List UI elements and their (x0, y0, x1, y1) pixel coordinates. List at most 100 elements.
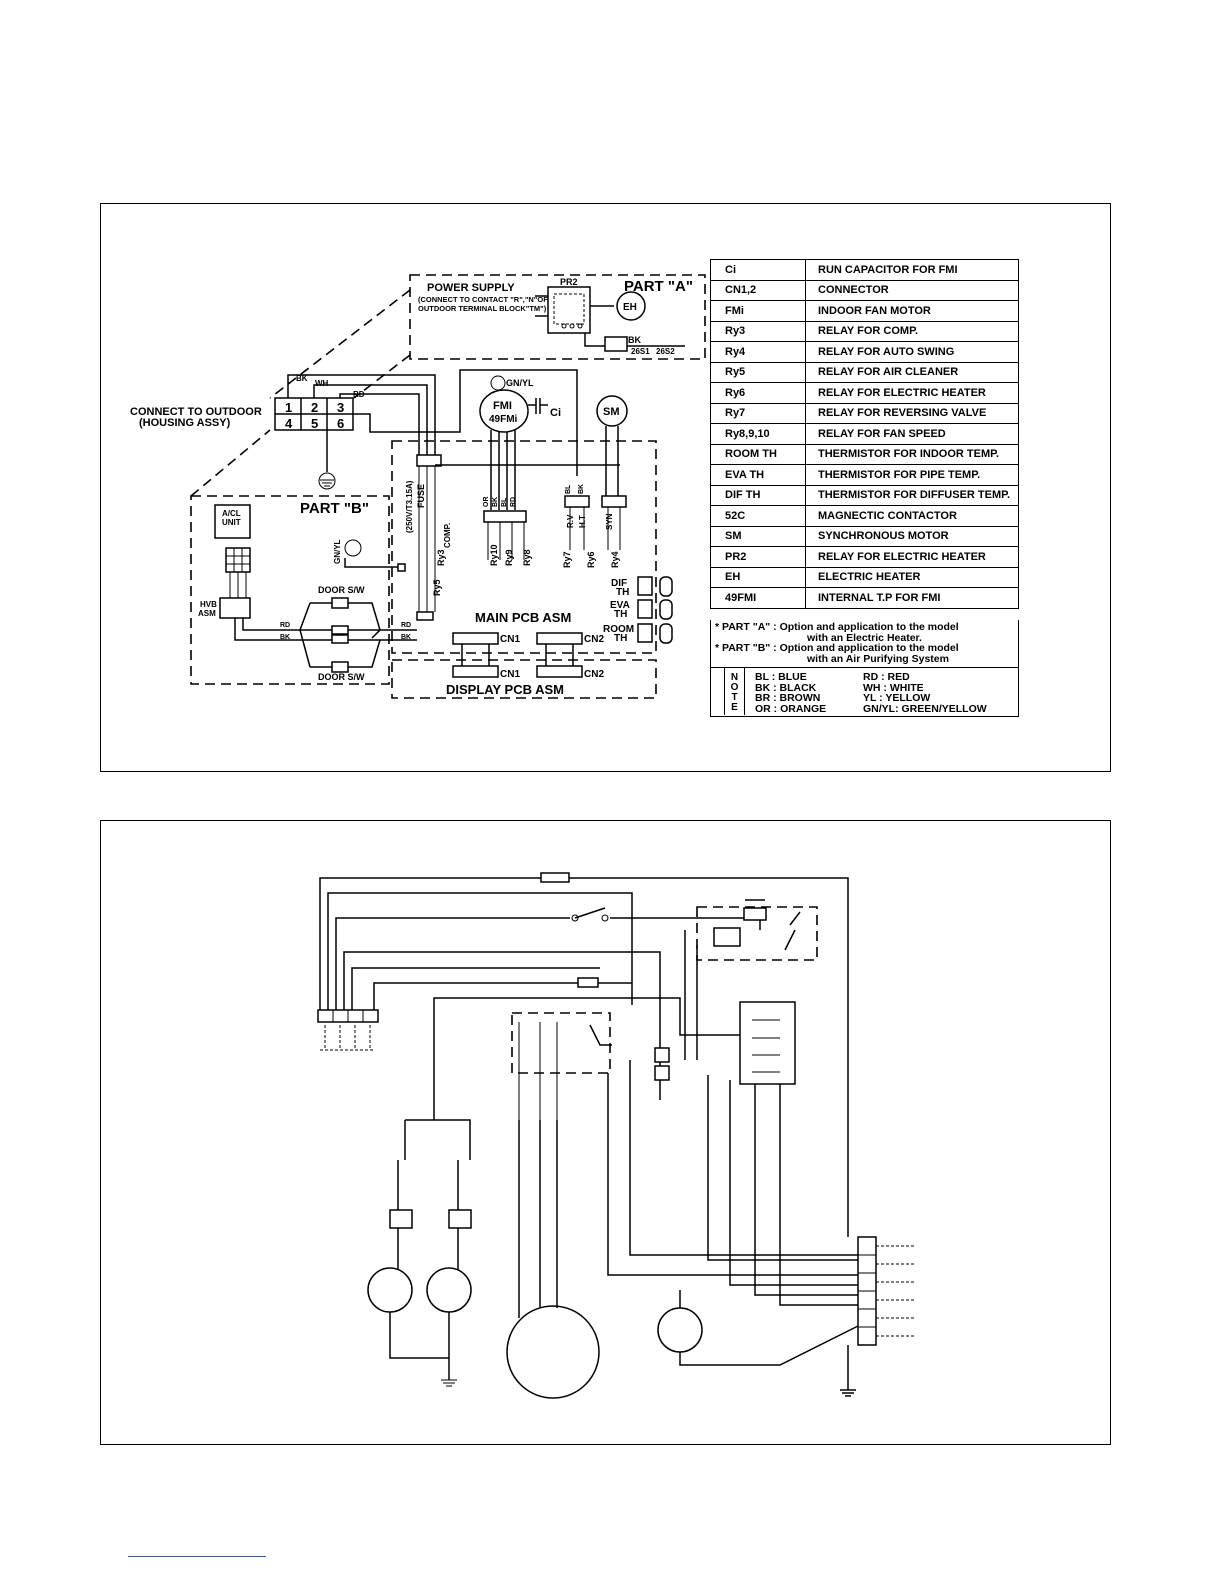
wire-wh (313, 384, 428, 455)
ht-label: H.T (578, 515, 587, 528)
legend-desc: RELAY FOR ELECTRIC HEATER (805, 546, 1019, 568)
display-pcb-label: DISPLAY PCB ASM (446, 682, 564, 697)
gn-yl-label: GN/YL (506, 378, 534, 388)
part-b-connector-line (190, 429, 271, 497)
legend-code: Ry5 (710, 361, 806, 383)
terminal-2: 2 (311, 400, 318, 415)
rv-bl: BL (565, 484, 572, 494)
pr2-wires (535, 295, 614, 317)
legend-desc: RELAY FOR REVERSING VALVE (805, 402, 1019, 424)
housing-assy-label: (HOUSING ASSY) (139, 417, 231, 429)
fan-connector (483, 510, 527, 523)
sm-label: SM (603, 406, 620, 418)
part-b-ground-wire (344, 558, 400, 568)
dif-th-connector (637, 576, 653, 596)
room-th-connector (637, 623, 653, 643)
terminal-1: 1 (285, 400, 292, 415)
power-supply-label: POWER SUPPLY (427, 282, 515, 294)
ry7-label: Ry7 (562, 551, 572, 568)
hvb-door-wiring (234, 618, 332, 641)
cn1-display (452, 665, 499, 678)
legend-desc: RUN CAPACITOR FOR FMI (805, 259, 1019, 281)
syn-connector (601, 495, 627, 508)
legend-code: Ry6 (710, 382, 806, 404)
terminal-5: 5 (311, 416, 318, 431)
ry3-label: Ry3 (436, 549, 446, 566)
door-switch-wiring (310, 602, 381, 668)
wire-rd (339, 393, 420, 455)
legend-desc: INDOOR FAN MOTOR (805, 300, 1019, 322)
hvb-label-1: HVB (200, 600, 217, 609)
ry5-label: Ry5 (432, 579, 442, 596)
dif-th-label-2: TH (616, 587, 629, 598)
legend-code: 52C (710, 505, 806, 527)
cn2-display-label: CN2 (584, 669, 604, 680)
acl-connector-grid (226, 548, 250, 572)
color-wh: WH : WHITE (863, 681, 924, 694)
bk-b-label-2: BK (401, 634, 411, 641)
syn-label: SYN (605, 513, 614, 530)
rv-bk: BK (578, 484, 585, 494)
color-column-1: BL : BLUE BK : BLACK BR : BROWN OR : ORA… (755, 672, 826, 714)
cn2-main (536, 632, 583, 645)
legend-code: CN1,2 (710, 279, 806, 301)
pr2-label: PR2 (560, 277, 578, 287)
rd-b-label-2: RD (401, 622, 411, 629)
legend-code: Ci (710, 259, 806, 281)
note-part-b-2: with an Air Purifying System (807, 652, 949, 665)
bk-b-label: BK (280, 634, 290, 641)
door-switch-bottom (331, 661, 349, 673)
power-note-2: OUTDOOR TERMINAL BLOCK"TM") (418, 304, 547, 313)
rv-connector (564, 495, 590, 508)
fan-motor-wires (490, 430, 516, 510)
acl-unit (214, 504, 251, 539)
gn-yl-b-label: GN/YL (333, 539, 342, 564)
legend-desc: THERMISTOR FOR INDOOR TEMP. (805, 443, 1019, 465)
door-sw-top-label: DOOR S/W (318, 585, 365, 595)
part-a-box (409, 274, 706, 360)
terminal-block-grid (275, 398, 353, 430)
wire-bk (287, 374, 436, 455)
26s1-label: 26S1 (631, 347, 650, 356)
footer-link-underline (128, 1556, 266, 1557)
fan-wire-bl: BL (501, 497, 508, 507)
part-b-box (190, 495, 390, 685)
26s2-label: 26S2 (656, 347, 675, 356)
legend-desc: THERMISTOR FOR PIPE TEMP. (805, 464, 1019, 486)
ground-icon-lines (320, 479, 334, 487)
hvb-wires (229, 572, 247, 598)
fan-ground-icon (490, 375, 506, 391)
wire-wh-label: WH (315, 379, 329, 388)
legend-code: EH (710, 566, 806, 588)
color-column-2: RD : RED WH : WHITE YL : YELLOW GN/YL: G… (863, 672, 987, 714)
legend-code: PR2 (710, 546, 806, 568)
door-switch-contact-2 (331, 634, 349, 644)
legend-desc: CONNECTOR (805, 279, 1019, 301)
legend-desc: THERMISTOR FOR DIFFUSER TEMP. (805, 484, 1019, 506)
note-part-b-1: * PART "B" : Option and application to t… (715, 642, 959, 654)
fuse-label: FUSE (416, 484, 426, 508)
main-pcb-label: MAIN PCB ASM (475, 610, 571, 625)
main-pcb-box (391, 440, 657, 654)
26s-wiring (584, 333, 685, 347)
color-rd: RD : RED (863, 671, 910, 683)
pr2-coil (553, 293, 585, 325)
cn2-main-label: CN2 (584, 634, 604, 645)
legend-code: FMi (710, 300, 806, 322)
ci-label: Ci (550, 407, 561, 419)
door-pcb-wiring (348, 629, 417, 641)
door-switch-wiring-left (299, 602, 311, 668)
hvb-label-2: ASM (198, 609, 216, 618)
fan-wire-rd: RD (510, 497, 517, 507)
wire-bk-label: BK (296, 374, 308, 383)
